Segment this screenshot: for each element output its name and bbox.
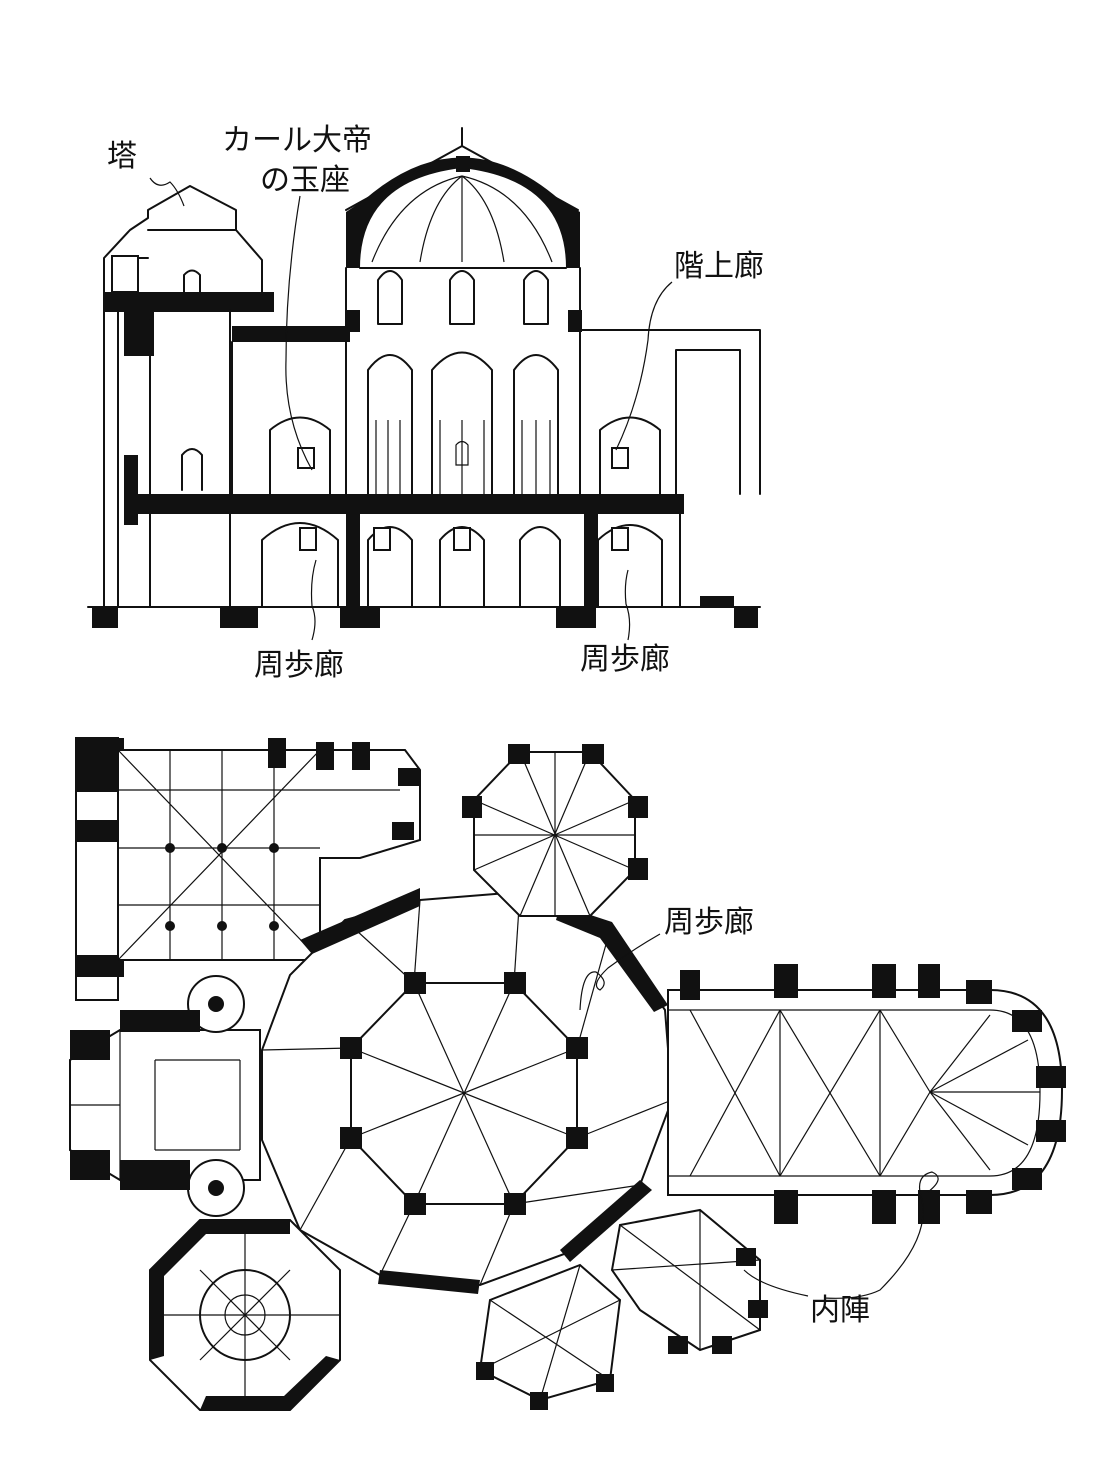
atrium-column — [165, 843, 175, 853]
ambulatory-wall-cut — [560, 1180, 652, 1262]
north-chapel-buttresses — [462, 744, 648, 880]
drum-cut — [346, 310, 360, 332]
hall-buttress — [398, 768, 420, 786]
south-east-chapel — [610, 1208, 761, 1352]
ambulatory-window — [453, 527, 471, 551]
leader-ambulatory-plan — [579, 933, 661, 1011]
tower-window-arch — [183, 269, 201, 305]
tower-inner-walls — [149, 309, 231, 608]
ambulatory-wall-cut — [556, 905, 668, 1012]
hall-buttress — [392, 822, 414, 840]
chapel-buttress — [668, 1336, 688, 1354]
atrium-hall — [117, 749, 421, 961]
porch-wall — [120, 1160, 190, 1190]
porch-pier — [70, 1150, 110, 1180]
chapel-buttress — [476, 1362, 494, 1380]
chapel-buttress — [736, 1248, 756, 1266]
upper-gallery-outline — [579, 329, 761, 495]
south-chapel-ribs — [479, 1264, 621, 1401]
drum-outline — [345, 267, 581, 495]
choir-hall — [667, 989, 1064, 1196]
ambulatory-wall-cut — [378, 1270, 480, 1294]
leader-choir — [743, 1171, 939, 1299]
label-choir: 内陣 — [810, 1293, 870, 1328]
throne-gallery-arch — [231, 341, 331, 495]
label-ambulatory-plan: 周歩廊 — [664, 905, 754, 940]
ambulatory-wall-cut — [346, 514, 360, 607]
foundation-block — [340, 606, 380, 628]
tower-window — [111, 255, 139, 293]
dome-ribs — [371, 175, 553, 263]
west-pier — [76, 738, 124, 792]
north-chapel-ribs — [473, 751, 636, 917]
ambulatory-wall-cut — [584, 514, 598, 607]
chapel-buttress — [712, 1336, 732, 1354]
south-west-chapel-ribs — [150, 1220, 340, 1410]
choir-vault-lines — [689, 1009, 1040, 1177]
ambulatory-wall-cut — [300, 888, 420, 954]
chapel-buttress — [530, 1392, 548, 1410]
octagon-piers — [340, 972, 588, 1215]
label-ambulatory-section-left: 周歩廊 — [254, 648, 344, 683]
floor-plan — [69, 737, 1066, 1411]
ambulatory-window — [299, 527, 317, 551]
ambulatory-step — [700, 596, 734, 608]
stair-core — [208, 1180, 224, 1196]
south-east-chapel-ribs — [611, 1210, 761, 1350]
label-throne-line2: の玉座 — [260, 163, 350, 198]
leader-ambulatory-left — [310, 559, 317, 641]
porch-pier — [70, 1030, 110, 1060]
porch-lines — [70, 1030, 241, 1180]
clerestory-windows — [377, 270, 549, 325]
lantern — [454, 127, 471, 161]
atrium-column — [269, 921, 279, 931]
west-pier — [76, 820, 118, 842]
gallery-floor-slab — [124, 494, 684, 514]
leader-ambulatory-right — [624, 569, 631, 641]
choir-buttresses — [680, 964, 1066, 1224]
leader-tower — [149, 177, 185, 207]
ambulatory-window — [373, 527, 391, 551]
cross-section — [87, 127, 761, 641]
chapel-buttress — [748, 1300, 768, 1318]
upper-gallery-window — [611, 447, 629, 469]
dome-shell — [346, 157, 580, 268]
hall-buttress — [316, 742, 334, 770]
foundation-block — [556, 606, 596, 628]
south-west-chapel-wall — [200, 1356, 340, 1410]
ambulatory-window — [611, 527, 629, 551]
hall-buttress — [352, 742, 370, 770]
foundation-block — [92, 606, 118, 628]
tower-outline — [103, 185, 273, 608]
west-pier — [76, 955, 124, 977]
foundation-block — [734, 606, 758, 628]
leader-throne — [285, 195, 313, 471]
lantern-block — [456, 156, 470, 172]
chapel-buttress — [596, 1374, 614, 1392]
label-tower: 塔 — [107, 139, 137, 174]
octagon-arcade — [367, 351, 559, 495]
upper-floor-slab — [232, 326, 350, 342]
tower-wall-cut — [124, 455, 138, 525]
atrium-column — [217, 843, 227, 853]
drum-cut — [568, 310, 582, 332]
hall-buttress — [268, 738, 286, 768]
label-upper-gallery: 階上廊 — [674, 249, 764, 284]
label-throne-line1: カール大帝 — [222, 123, 372, 158]
foundation-block — [220, 606, 258, 628]
atrium-column — [165, 921, 175, 931]
label-ambulatory-section-right: 周歩廊 — [580, 642, 670, 677]
tower-floor-slab — [104, 292, 274, 312]
porch-wall — [120, 1010, 200, 1032]
south-west-chapel-wall — [150, 1220, 290, 1360]
atrium-column — [269, 843, 279, 853]
leader-upper-gallery — [615, 281, 673, 451]
tower-window-arch — [181, 448, 203, 491]
atrium-column — [217, 921, 227, 931]
stair-core — [208, 996, 224, 1012]
